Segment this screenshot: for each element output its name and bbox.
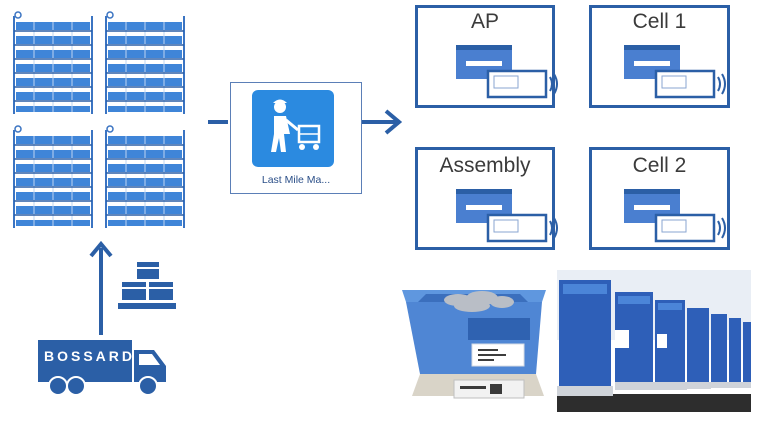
zone-card-ap[interactable]: AP <box>415 5 559 108</box>
zone-card-cell-2[interactable]: Cell 2 <box>589 147 730 250</box>
smart-bin-icon <box>456 187 559 243</box>
worker-cart-icon <box>252 90 334 167</box>
delivery-truck-icon <box>38 340 166 396</box>
smart-bin-photo <box>398 272 550 412</box>
bins-row-photo <box>557 270 751 412</box>
inbound-arrow <box>89 240 113 335</box>
zone-title: Cell 1 <box>632 10 687 33</box>
smart-bin-icon <box>456 43 559 99</box>
truck-brand-text: BOSSARD <box>44 348 136 364</box>
stacked-boxes-icon <box>118 262 176 309</box>
connector-line <box>208 120 228 124</box>
zone-title: Assembly <box>439 154 531 177</box>
smart-bin-icon <box>624 187 727 243</box>
zone-card-assembly[interactable]: Assembly <box>415 147 559 250</box>
hub-label: Last Mile Ma... <box>261 174 331 186</box>
zone-title: Cell 2 <box>632 154 687 177</box>
zone-title: AP <box>470 10 499 33</box>
smart-bin-icon <box>624 43 727 99</box>
warehouse-shelving <box>11 9 187 229</box>
zone-card-cell-1[interactable]: Cell 1 <box>589 5 730 108</box>
last-mile-hub-card[interactable]: Last Mile Ma... <box>230 82 362 194</box>
outbound-arrow <box>362 109 402 135</box>
